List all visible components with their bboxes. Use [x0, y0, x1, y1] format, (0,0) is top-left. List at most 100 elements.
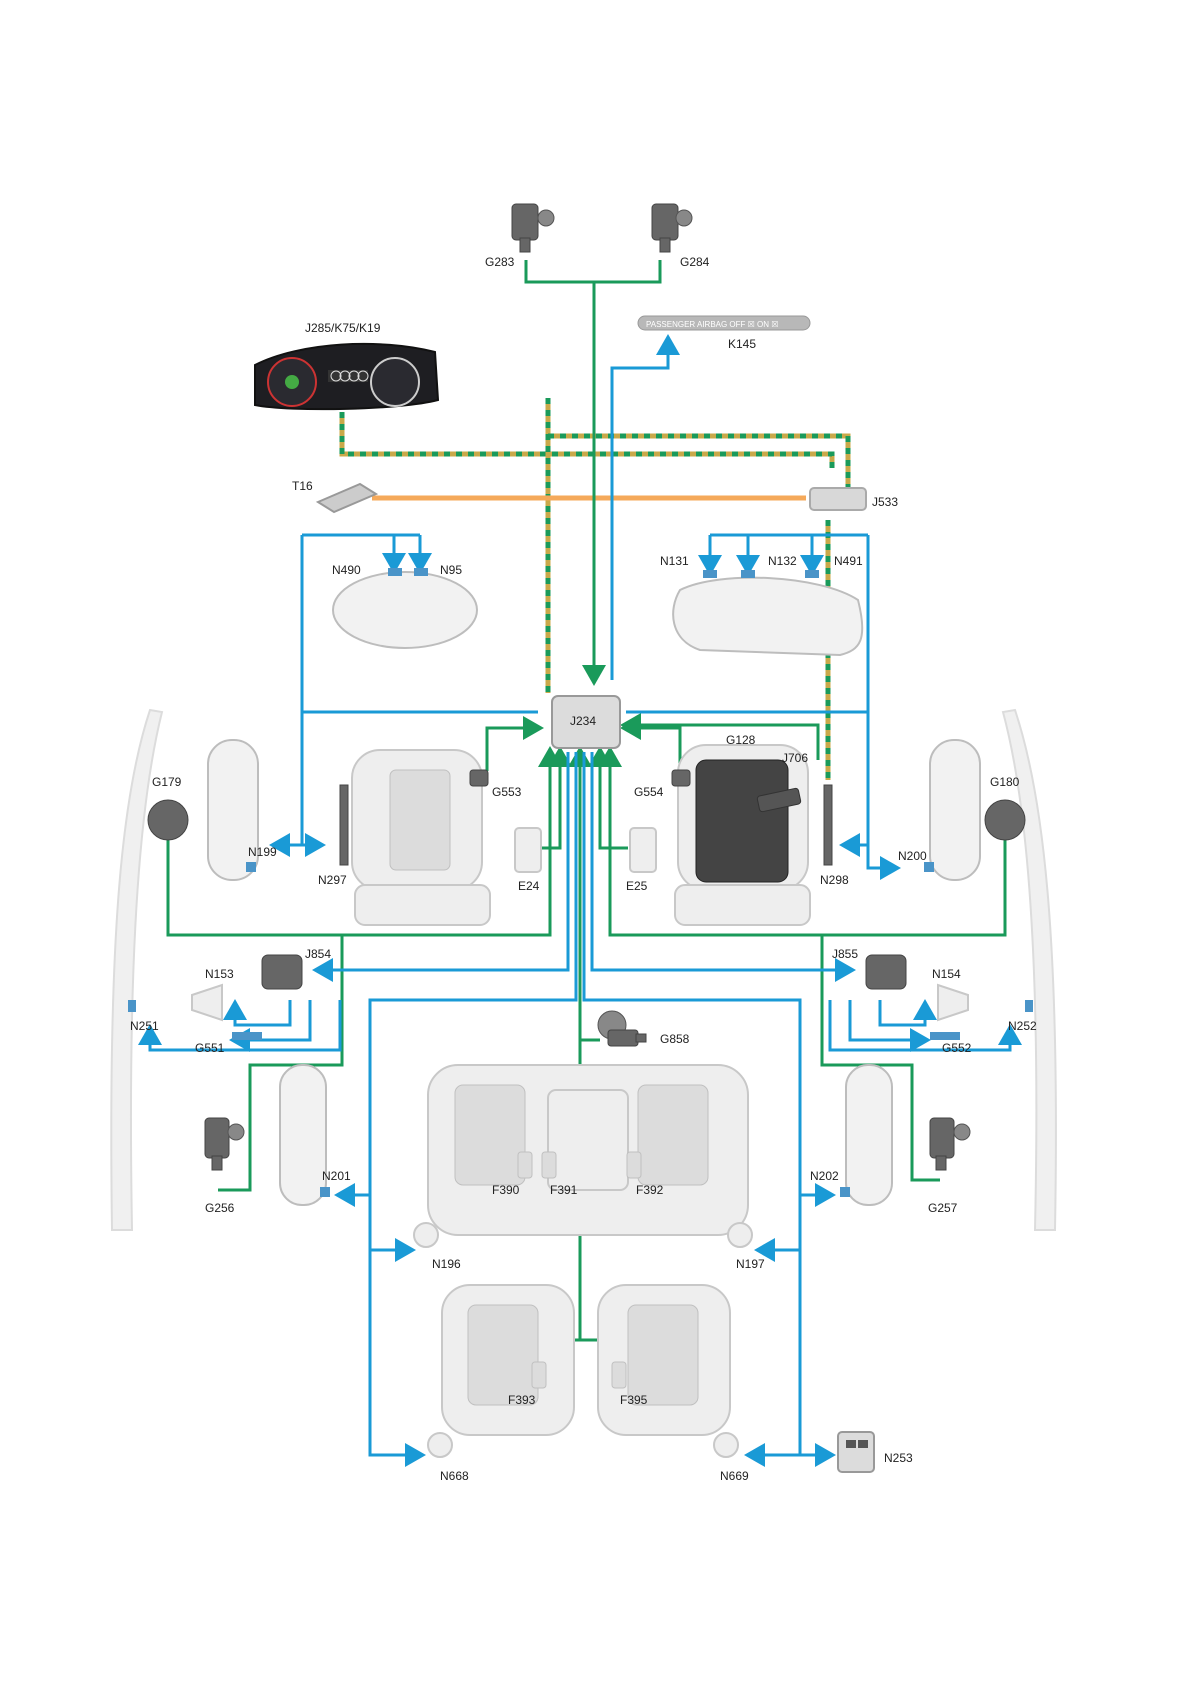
occupant-mat: [696, 760, 788, 882]
label-j706: J706: [782, 751, 808, 765]
label-n252: N252: [1008, 1019, 1037, 1033]
passenger-airbag: [673, 578, 862, 655]
front-right-seat: [675, 745, 810, 925]
n131-connector: [703, 570, 717, 578]
battery-disconnect-n253: [838, 1432, 874, 1472]
front-left-side-airbag: [208, 740, 258, 880]
diagnostic-connector-t16: [318, 484, 376, 512]
label-f390: F390: [492, 1183, 520, 1197]
label-g551: G551: [195, 1041, 225, 1055]
label-n95: N95: [440, 563, 462, 577]
label-n251: N251: [130, 1019, 159, 1033]
control-unit-j855: [866, 955, 906, 989]
tensioner-n668: [428, 1433, 452, 1457]
label-j854: J854: [305, 947, 331, 961]
n252-connector: [1025, 1000, 1033, 1012]
label-j533: J533: [872, 495, 898, 509]
tensioner-n153: [192, 985, 222, 1020]
buckle-f395: [612, 1362, 626, 1388]
n199-connector: [246, 862, 256, 872]
label-g257: G257: [928, 1201, 958, 1215]
second-row-seats: [428, 1065, 748, 1235]
label-g553: G553: [492, 785, 522, 799]
label-g179: G179: [152, 775, 182, 789]
sensor-g257: [930, 1118, 970, 1170]
label-f393: F393: [508, 1393, 536, 1407]
label-e24: E24: [518, 879, 540, 893]
buckle-f390: [518, 1152, 532, 1178]
buckle-f391: [542, 1152, 556, 1178]
label-n669: N669: [720, 1469, 749, 1483]
label-g256: G256: [205, 1201, 235, 1215]
tensioner-n669: [714, 1433, 738, 1457]
tensioner-n298: [824, 785, 832, 865]
label-g554: G554: [634, 785, 664, 799]
switch-e24: [515, 828, 541, 872]
sensor-g858: [598, 1011, 646, 1046]
label-j855: J855: [832, 947, 858, 961]
label-n253: N253: [884, 1451, 913, 1465]
tensioner-n297: [340, 785, 348, 865]
sensor-g179: [148, 800, 188, 840]
rear-right-side-airbag: [846, 1065, 892, 1205]
label-n131: N131: [660, 554, 689, 568]
n491-connector: [805, 570, 819, 578]
label-f395: F395: [620, 1393, 648, 1407]
driver-airbag: [333, 572, 477, 648]
buckle-f393: [532, 1362, 546, 1388]
label-e25: E25: [626, 879, 648, 893]
g552-connector: [930, 1032, 960, 1040]
n201-connector: [320, 1187, 330, 1197]
n202-connector: [840, 1187, 850, 1197]
label-f392: F392: [636, 1183, 664, 1197]
n95-connector: [414, 568, 428, 576]
label-n202: N202: [810, 1169, 839, 1183]
label-n197: N197: [736, 1257, 765, 1271]
buckle-sensor-g553: [470, 770, 488, 786]
label-j234: J234: [570, 714, 596, 728]
label-n196: N196: [432, 1257, 461, 1271]
label-n153: N153: [205, 967, 234, 981]
label-n298: N298: [820, 873, 849, 887]
instrument-cluster: [255, 344, 438, 409]
sensor-g283: [512, 204, 554, 252]
label-n199: N199: [248, 845, 277, 859]
label-cluster: J285/K75/K19: [305, 321, 381, 335]
label-f391: F391: [550, 1183, 578, 1197]
label-g552: G552: [942, 1041, 972, 1055]
label-g180: G180: [990, 775, 1020, 789]
third-row-right-seat: [598, 1285, 730, 1435]
tensioner-n196: [414, 1223, 438, 1247]
label-n200: N200: [898, 849, 927, 863]
label-n490: N490: [332, 563, 361, 577]
buckle-f392: [627, 1152, 641, 1178]
rear-left-side-airbag: [280, 1065, 326, 1205]
label-g283: G283: [485, 255, 515, 269]
n251-connector: [128, 1000, 136, 1012]
sensor-g284: [652, 204, 692, 252]
label-g858: G858: [660, 1032, 690, 1046]
label-n297: N297: [318, 873, 347, 887]
tensioner-n197: [728, 1223, 752, 1247]
label-g128: G128: [726, 733, 756, 747]
n132-connector: [741, 570, 755, 578]
front-left-seat: [352, 750, 490, 925]
label-n668: N668: [440, 1469, 469, 1483]
label-n491: N491: [834, 554, 863, 568]
label-g284: G284: [680, 255, 710, 269]
gateway-j533: [810, 488, 866, 510]
third-row-left-seat: [442, 1285, 574, 1435]
switch-e25: [630, 828, 656, 872]
label-n201: N201: [322, 1169, 351, 1183]
control-unit-j854: [262, 955, 302, 989]
label-n132: N132: [768, 554, 797, 568]
label-t16: T16: [292, 479, 313, 493]
n490-connector: [388, 568, 402, 576]
tensioner-n154: [938, 985, 968, 1020]
label-k145: K145: [728, 337, 756, 351]
k145-text: PASSENGER AIRBAG OFF ☒ ON ☒: [646, 320, 778, 329]
buckle-sensor-g554: [672, 770, 690, 786]
g551-connector: [232, 1032, 262, 1040]
